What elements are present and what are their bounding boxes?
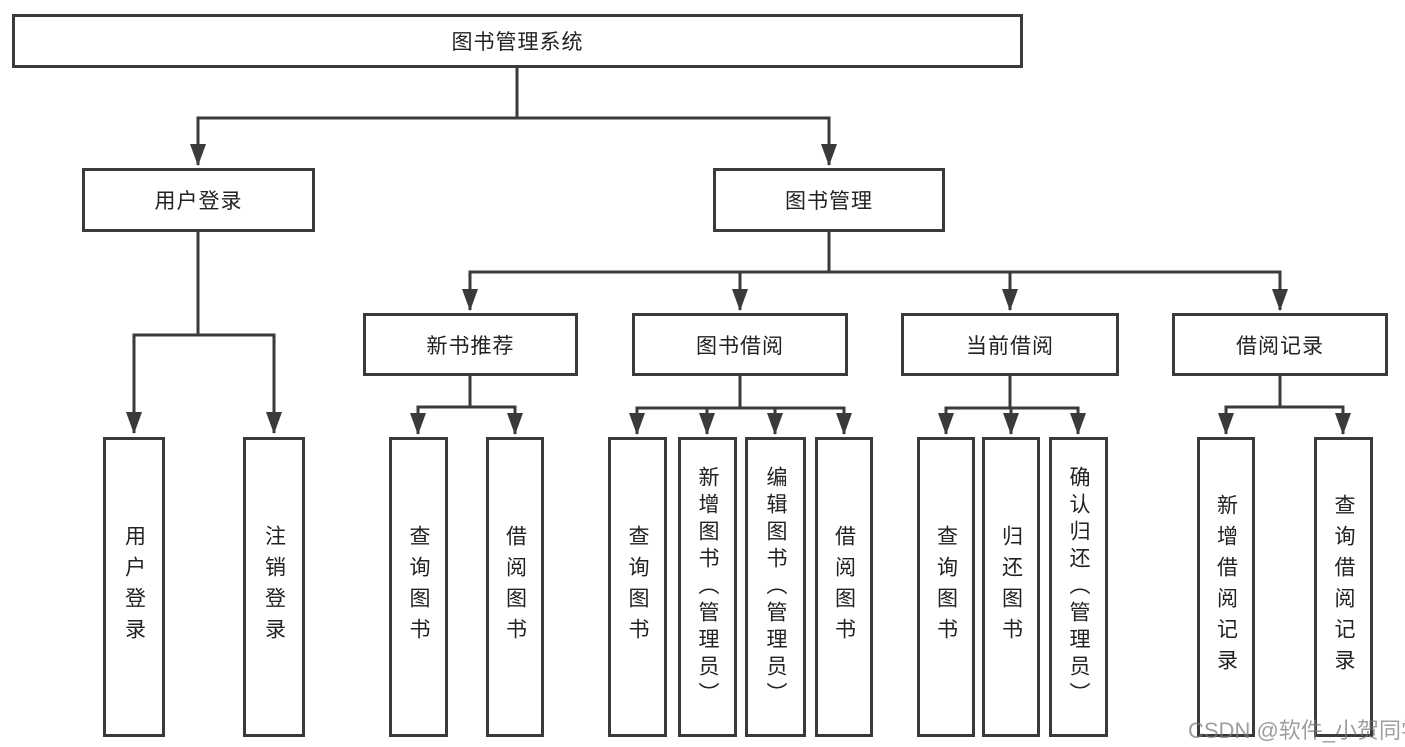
node-current-borrow-label: 当前借阅 [966, 334, 1054, 358]
leaf-edit-book-admin-label: 编辑图书（管理员） [764, 465, 787, 709]
leaf-add-borrow-record-label: 新增借阅记录 [1214, 494, 1238, 680]
leaf-add-borrow-record: 新增借阅记录 [1197, 437, 1255, 737]
leaf-query-borrow-record-label: 查询借阅记录 [1332, 494, 1355, 680]
node-current-borrow: 当前借阅 [901, 313, 1119, 376]
node-borrow-record: 借阅记录 [1172, 313, 1388, 376]
leaf-recommend-query-book-label: 查询图书 [407, 525, 430, 649]
leaf-borrow-query-book: 查询图书 [608, 437, 667, 737]
node-new-book-recommend: 新书推荐 [363, 313, 578, 376]
leaf-query-borrow-record: 查询借阅记录 [1314, 437, 1373, 737]
leaf-recommend-borrow-book-label: 借阅图书 [503, 525, 527, 649]
node-root-label: 图书管理系统 [451, 31, 584, 54]
connector-current-borrow [938, 375, 1086, 435]
leaf-confirm-return-admin-label: 确认归还（管理员） [1067, 465, 1090, 709]
connector-new-book-recommend [410, 376, 523, 435]
leaf-user-login: 用户登录 [103, 437, 165, 737]
leaf-return-book-label: 归还图书 [999, 525, 1023, 649]
node-book-management-label: 图书管理 [785, 190, 873, 213]
leaf-borrow-book: 借阅图书 [815, 437, 873, 737]
connector-user-login [126, 232, 282, 434]
node-borrow-record-label: 借阅记录 [1236, 334, 1324, 358]
leaf-current-query-book-label: 查询图书 [934, 525, 958, 649]
leaf-borrow-query-book-label: 查询图书 [626, 525, 649, 649]
csdn-watermark: CSDN @软件_小贺同学 [1188, 718, 1405, 743]
leaf-recommend-borrow-book: 借阅图书 [486, 437, 544, 737]
node-book-management: 图书管理 [713, 168, 945, 232]
leaf-borrow-book-label: 借阅图书 [832, 525, 856, 649]
connector-book-borrow [629, 375, 852, 435]
node-book-borrow-label: 图书借阅 [696, 334, 784, 358]
leaf-return-book: 归还图书 [982, 437, 1040, 737]
connector-borrow-record [1218, 375, 1351, 435]
leaf-user-login-label: 用户登录 [122, 525, 146, 649]
leaf-add-book-admin: 新增图书（管理员） [678, 437, 737, 737]
connector-book-management [462, 232, 1288, 311]
leaf-add-book-admin-label: 新增图书（管理员） [696, 465, 719, 709]
node-root: 图书管理系统 [12, 14, 1023, 68]
leaf-confirm-return-admin: 确认归还（管理员） [1049, 437, 1108, 737]
leaf-current-query-book: 查询图书 [917, 437, 975, 737]
leaf-recommend-query-book: 查询图书 [389, 437, 448, 737]
leaf-logout: 注销登录 [243, 437, 305, 737]
leaf-logout-label: 注销登录 [262, 525, 286, 649]
connector-root [190, 68, 837, 166]
node-user-login-label: 用户登录 [154, 190, 243, 213]
leaf-edit-book-admin: 编辑图书（管理员） [745, 437, 806, 737]
node-user-login: 用户登录 [82, 168, 315, 232]
node-book-borrow: 图书借阅 [632, 313, 848, 376]
node-new-book-recommend-label: 新书推荐 [426, 334, 515, 358]
